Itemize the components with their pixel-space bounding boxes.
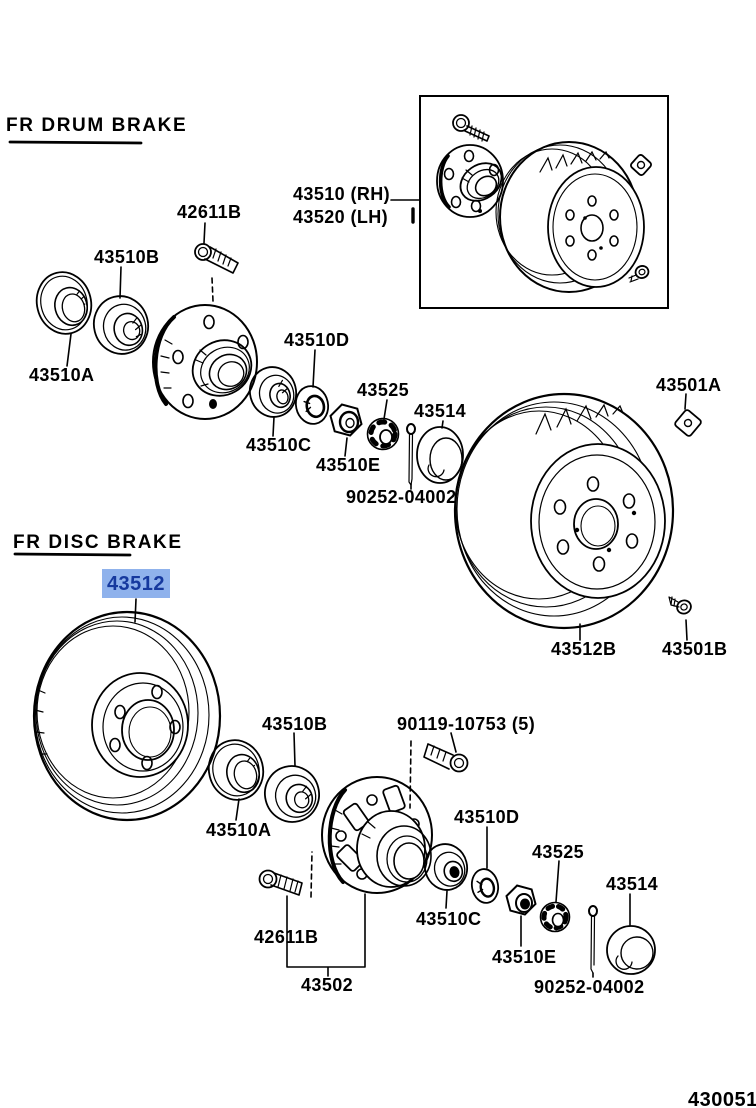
part-label-90252-04002-bottom[interactable]: 90252-04002 bbox=[534, 977, 645, 997]
part-label-43510d-bottom[interactable]: 43510D bbox=[454, 807, 520, 827]
clip-drawing bbox=[674, 409, 702, 437]
set-screw-drawing bbox=[668, 596, 692, 615]
heading-underlines bbox=[8, 140, 143, 557]
part-label-43510d-top[interactable]: 43510D bbox=[284, 330, 350, 350]
inner-bearing-drawing-bottom bbox=[423, 843, 469, 891]
cotter-pin-drawing-bottom bbox=[588, 905, 598, 974]
part-label-43525-bottom[interactable]: 43525 bbox=[532, 842, 585, 862]
part-label-43510b-top[interactable]: 43510B bbox=[94, 247, 160, 267]
part-label-43510a-top[interactable]: 43510A bbox=[29, 365, 95, 385]
part-label-43510c-top[interactable]: 43510C bbox=[246, 435, 312, 455]
section-heading-drum-brake: FR DRUM BRAKE bbox=[6, 115, 188, 136]
hub-bolt-drawing-top bbox=[194, 243, 239, 274]
part-label-43510e-top[interactable]: 43510E bbox=[316, 455, 381, 475]
page-number: 430051 bbox=[688, 1089, 756, 1108]
part-label-43512b[interactable]: 43512B bbox=[551, 639, 617, 659]
part-label-43520-lh[interactable]: 43520 (LH) bbox=[293, 207, 389, 227]
section-heading-disc-brake: FR DISC BRAKE bbox=[13, 532, 183, 553]
front-hub-drawing-top bbox=[152, 304, 258, 420]
hub-assembly-drawing bbox=[321, 776, 433, 894]
thrust-washer-drawing-top bbox=[294, 385, 330, 425]
part-label-43514-top[interactable]: 43514 bbox=[414, 401, 467, 421]
hub-bolt-drawing-bottom bbox=[258, 869, 366, 977]
part-label-43501a[interactable]: 43501A bbox=[656, 375, 722, 395]
part-label-43510a-bottom[interactable]: 43510A bbox=[206, 820, 272, 840]
hub-nut-drawing-bottom bbox=[505, 884, 537, 916]
outer-bearing-drawing-top bbox=[92, 295, 150, 355]
part-label-43510e-bottom[interactable]: 43510E bbox=[492, 947, 557, 967]
part-label-90119-10753[interactable]: 90119-10753 (5) bbox=[397, 714, 536, 734]
nut-lock-cap-drawing-bottom bbox=[539, 901, 571, 933]
inner-bearing-drawing-top bbox=[248, 366, 298, 418]
hub-set-bolt-drawing bbox=[423, 743, 469, 773]
grease-seal-drawing-top bbox=[35, 271, 93, 335]
drum-assembly-inset-box bbox=[390, 95, 669, 309]
nut-lock-cap-drawing-top bbox=[366, 417, 400, 451]
part-label-43510-rh[interactable]: 43510 (RH) bbox=[293, 184, 391, 204]
disc-rotor-drawing bbox=[32, 610, 222, 822]
brake-drum-drawing bbox=[453, 392, 675, 630]
part-label-43514-bottom[interactable]: 43514 bbox=[606, 874, 659, 894]
part-label-90252-04002-top[interactable]: 90252-04002 bbox=[346, 487, 457, 507]
part-label-43502[interactable]: 43502 bbox=[301, 975, 354, 995]
grease-cap-drawing-top bbox=[416, 426, 464, 484]
part-label-43512-selected[interactable]: 43512 bbox=[102, 569, 170, 598]
part-label-42611b-bottom[interactable]: 42611B bbox=[254, 927, 319, 947]
hub-nut-drawing-top bbox=[329, 403, 363, 437]
cotter-pin-drawing-top bbox=[406, 423, 416, 487]
leader-lines bbox=[66, 222, 688, 978]
part-label-43510b-bottom[interactable]: 43510B bbox=[262, 714, 328, 734]
grease-cap-drawing-bottom bbox=[606, 925, 656, 975]
grease-seal-drawing-bottom bbox=[207, 739, 265, 801]
part-label-42611b-top[interactable]: 42611B bbox=[177, 202, 242, 222]
thrust-washer-drawing-bottom bbox=[470, 868, 500, 904]
part-label-43510c-bottom[interactable]: 43510C bbox=[416, 909, 482, 929]
part-label-43525-top[interactable]: 43525 bbox=[357, 380, 410, 400]
part-label-43501b[interactable]: 43501B bbox=[662, 639, 728, 659]
outer-bearing-drawing-bottom bbox=[264, 765, 320, 823]
